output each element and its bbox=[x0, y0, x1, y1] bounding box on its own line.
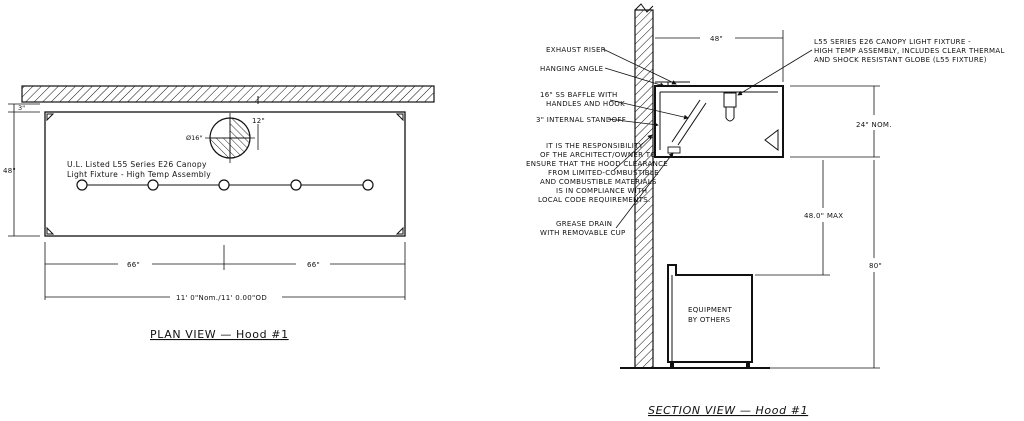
section-fixture-note-2: HIGH TEMP ASSEMBLY, INCLUDES CLEAR THERM… bbox=[814, 47, 1005, 55]
plan-light-3 bbox=[218, 179, 230, 191]
plan-light-4 bbox=[290, 179, 302, 191]
plan-light-2 bbox=[147, 179, 159, 191]
plan-dim-3: 3" bbox=[18, 104, 25, 112]
plan-dim-66-left: 66" bbox=[127, 261, 140, 269]
section-fixture-note-3: AND SHOCK RESISTANT GLOBE (L55 FIXTURE) bbox=[814, 56, 987, 64]
section-grease-cup bbox=[667, 146, 681, 154]
section-equip-label-2: BY OTHERS bbox=[688, 316, 731, 324]
plan-title: PLAN VIEW — Hood #1 bbox=[150, 328, 289, 341]
section-fixture-note-1: L55 SERIES E26 CANOPY LIGHT FIXTURE - bbox=[814, 38, 971, 46]
plan-fixture-label-2: Light Fixture - High Temp Assembly bbox=[67, 170, 211, 179]
plan-dim-12: 12" bbox=[252, 117, 265, 125]
section-dim-80: 80" bbox=[869, 262, 882, 270]
section-grease-2: WITH REMOVABLE CUP bbox=[540, 229, 626, 237]
section-light-fixture bbox=[723, 92, 737, 108]
plan-light-1 bbox=[76, 179, 88, 191]
plan-fixture-label-1: U.L. Listed L55 Series E26 Canopy bbox=[67, 160, 207, 169]
section-standoff: 3" INTERNAL STANDOFF bbox=[536, 116, 626, 124]
section-resp-4: FROM LIMITED-COMBUSTIBLE bbox=[548, 169, 659, 177]
plan-hood-outline bbox=[44, 111, 406, 237]
plan-view: 48" 3" 12" Ø16" U.L. Listed L55 Series E… bbox=[3, 85, 435, 341]
section-view: 48" 24" NOM. 48.0" MAX 80" bbox=[526, 3, 1005, 417]
section-resp-1: IT IS THE RESPONSIBILITY bbox=[546, 142, 644, 150]
section-resp-7: LOCAL CODE REQUIREMENTS. bbox=[538, 196, 651, 204]
section-baffle-1: 16" SS BAFFLE WITH bbox=[540, 91, 618, 99]
section-resp-2: OF THE ARCHITECT/OWNER TO bbox=[540, 151, 656, 159]
plan-light-5 bbox=[362, 179, 374, 191]
section-hanging-angle: HANGING ANGLE bbox=[540, 65, 603, 73]
plan-overall-dim: 11' 0"Nom./11' 0.00"OD bbox=[176, 294, 267, 302]
plan-ceiling-band bbox=[21, 85, 435, 103]
section-hood-body bbox=[654, 85, 784, 158]
section-exhaust-riser: EXHAUST RISER bbox=[546, 46, 606, 54]
section-title: SECTION VIEW — Hood #1 bbox=[648, 404, 808, 417]
plan-dia-16: Ø16" bbox=[186, 134, 202, 142]
plan-dim-66-right: 66" bbox=[307, 261, 320, 269]
section-resp-6: IS IN COMPLIANCE WITH bbox=[556, 187, 647, 195]
section-dim-24: 24" NOM. bbox=[856, 121, 892, 129]
plan-dim-48: 48" bbox=[3, 167, 16, 175]
section-dim-48-top: 48" bbox=[710, 35, 723, 43]
section-dim-48-max: 48.0" MAX bbox=[804, 212, 843, 220]
section-grease-1: GREASE DRAIN bbox=[556, 220, 612, 228]
section-resp-5: AND COMBUSTIBLE MATERIALS bbox=[540, 178, 657, 186]
section-resp-3: ENSURE THAT THE HOOD CLEARANCE bbox=[526, 160, 668, 168]
section-equip-label-1: EQUIPMENT bbox=[688, 306, 732, 314]
section-baffle-2: HANDLES AND HOOK bbox=[546, 100, 625, 108]
section-equipment bbox=[667, 264, 753, 363]
